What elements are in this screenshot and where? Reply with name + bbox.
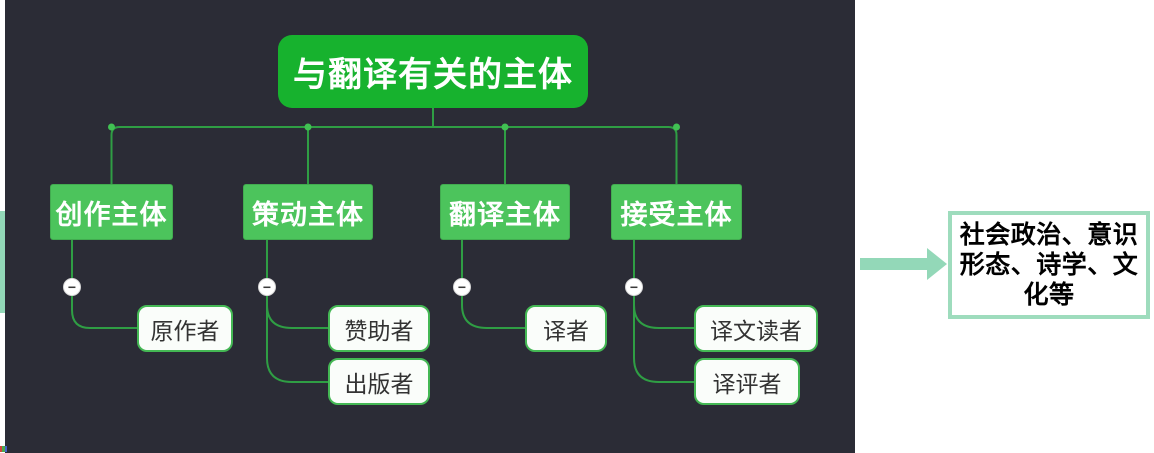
leaf-node-label: 赞助者	[344, 317, 414, 344]
leaf-node-target-readers[interactable]: 译文读者	[694, 305, 818, 352]
artifact-dot	[2, 446, 5, 452]
connector-lines	[71, 105, 694, 383]
influence-factors-line: 化等	[1023, 281, 1075, 309]
junction-dot	[108, 123, 115, 131]
screen-edge-artifact	[0, 446, 7, 452]
leaf-node-sponsor[interactable]: 赞助者	[328, 305, 430, 352]
branch-node-creation-subject[interactable]: 创作主体	[50, 184, 173, 240]
leaf-node-publisher[interactable]: 出版者	[328, 358, 430, 405]
collapse-toggle-reception[interactable]: −	[625, 278, 643, 296]
left-edge-arrow-fragment	[0, 211, 5, 313]
leaf-node-label: 出版者	[344, 370, 414, 397]
root-node-label: 与翻译有关的主体	[293, 56, 573, 94]
artifact-dot	[0, 446, 3, 452]
branch-node-label: 创作主体	[55, 199, 168, 230]
influence-arrow	[860, 248, 947, 280]
branch-node-label: 接受主体	[620, 199, 733, 230]
arrow-right-icon	[927, 248, 947, 280]
junction-dot	[501, 123, 509, 131]
minus-icon: −	[629, 279, 639, 295]
arrow-shaft	[860, 258, 929, 270]
leaf-node-label: 译者	[543, 317, 589, 344]
leaf-node-label: 译文读者	[710, 317, 802, 344]
mindmap-canvas: 与翻译有关的主体 创作主体 策动主体 翻译主体 接受主体 − − − − 原作者	[5, 0, 855, 453]
minus-icon: −	[262, 279, 272, 295]
junction-dot	[304, 123, 312, 131]
influence-factors-line: 社会政治、意识	[959, 221, 1139, 249]
minus-icon: −	[457, 279, 467, 295]
artifact-dot	[4, 446, 7, 452]
branch-node-translation-subject[interactable]: 翻译主体	[440, 184, 570, 240]
influence-factors-box: 社会政治、意识 形态、诗学、文 化等	[948, 211, 1150, 319]
leaf-node-label: 原作者	[150, 317, 220, 344]
collapse-toggle-creation[interactable]: −	[63, 278, 81, 296]
root-node-translation-subjects[interactable]: 与翻译有关的主体	[278, 35, 588, 108]
minus-icon: −	[67, 279, 77, 295]
branch-node-reception-subject[interactable]: 接受主体	[611, 184, 742, 240]
leaf-node-translator[interactable]: 译者	[525, 305, 607, 352]
branch-node-label: 翻译主体	[449, 199, 561, 230]
branch-node-initiation-subject[interactable]: 策动主体	[243, 184, 373, 240]
collapse-toggle-translation[interactable]: −	[453, 278, 471, 296]
leaf-node-original-author[interactable]: 原作者	[137, 305, 233, 352]
collapse-toggle-initiation[interactable]: −	[258, 278, 276, 296]
leaf-node-translation-critics[interactable]: 译评者	[694, 358, 800, 405]
influence-factors-line: 形态、诗学、文	[959, 251, 1139, 279]
leaf-node-label: 译评者	[712, 370, 782, 397]
branch-node-label: 策动主体	[252, 199, 364, 230]
junction-dot	[673, 123, 680, 131]
